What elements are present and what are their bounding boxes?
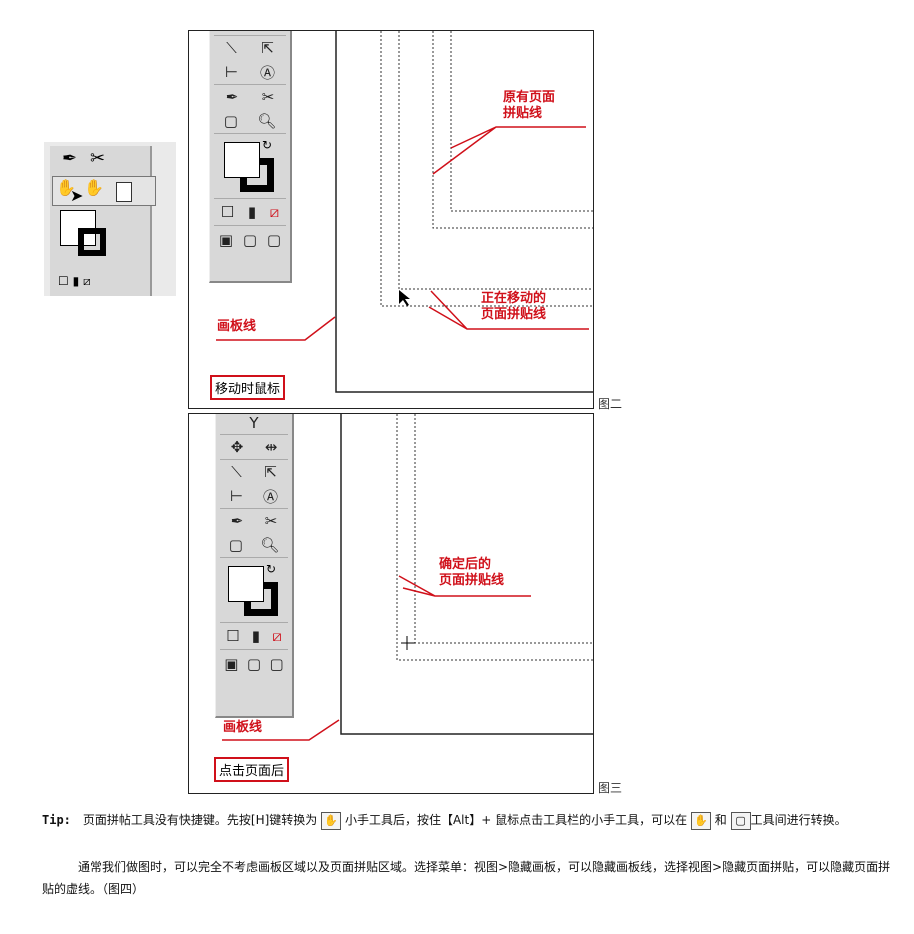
text-path-icon[interactable]: Ⓐ (263, 487, 279, 506)
label-cursor: 移动时鼠标 (210, 375, 286, 400)
scale-icon[interactable]: ⇹ (264, 438, 278, 456)
figure3-caption: 图三 (598, 781, 623, 795)
label-confirmed-tiling: 确定后的页面拼贴线 (439, 557, 505, 588)
color-icon: ☐ (220, 203, 235, 221)
page-tool-icon: ▢ (730, 811, 751, 830)
scissors-icon[interactable]: ✂ (261, 88, 275, 106)
stroke-swatch[interactable] (78, 228, 106, 256)
hand-icon[interactable]: ✋ (56, 178, 76, 197)
hand-icon: ✋ (690, 811, 711, 830)
body-paragraph: 通常我们做图时，可以完全不考虑画板区域以及页面拼贴区域。选择菜单：视图>隐藏画板… (42, 860, 891, 896)
label-artboard: 画板线 (223, 720, 263, 735)
label-artboard: 画板线 (217, 319, 257, 334)
page-tool-icon[interactable] (116, 182, 132, 202)
figure3: Y ✥⇹ ⟍⇱ ⊢Ⓐ ✒✂ ▢🔍︎ ↻ ☐▮⧄ ▣▢▢ 确定后的页面拼贴线 画板… (188, 413, 594, 794)
zoom-icon[interactable]: 🔍︎ (260, 536, 280, 554)
label-moving-tiling: 正在移动的页面拼贴线 (481, 291, 547, 322)
pen-icon[interactable]: ✒ (230, 512, 244, 530)
text-path-icon[interactable]: Ⓐ (260, 63, 276, 82)
tip-label: Tip: (42, 813, 71, 827)
figure3-drawing (222, 414, 593, 741)
label-original-tiling: 原有页面拼贴线 (503, 90, 556, 121)
blend-icon[interactable]: ✥ (230, 438, 244, 456)
swap-icon[interactable]: ↻ (266, 562, 277, 576)
cursor-icon: ➤ (70, 186, 84, 205)
zoom-icon[interactable]: 🔍︎ (257, 112, 277, 130)
measure-icon[interactable]: ⊢ (229, 487, 244, 505)
figure2-caption: 图二 (598, 397, 623, 411)
scissors-icon[interactable]: ✂ (90, 148, 106, 169)
graph-select-icon[interactable]: ⇱ (261, 39, 274, 57)
fill-swatch[interactable] (228, 566, 264, 602)
tip-paragraph: Tip:页面拼帖工具没有快捷键。先按[H]键转换为 ✋ 小手工具后，按住【Alt… (42, 810, 902, 830)
screen-mode-icon: ▣ (218, 231, 234, 249)
figure1-toolbar: ✒ ✂ ✋ ✋ ➤ ☐ ▮ ⧄ (44, 142, 176, 296)
screen-mode-icon: ▣ (224, 655, 239, 673)
line-tool-icon[interactable]: ⟍ (226, 39, 237, 57)
figure2-drawing (216, 31, 593, 393)
figure2: ⟍⇱ ⊢Ⓐ ✒✂ ▢🔍︎ ↻ ☐▮⧄ ▣▢▢ 原有页面拼贴线 正在移动的页面拼贴… (188, 30, 594, 409)
scissors-icon[interactable]: ✂ (264, 512, 278, 530)
line-tool-icon[interactable]: ⟍ (231, 463, 242, 481)
toolbox: Y ✥⇹ ⟍⇱ ⊢Ⓐ ✒✂ ▢🔍︎ ↻ ☐▮⧄ ▣▢▢ (215, 414, 294, 718)
color-mode-icons[interactable]: ☐ ▮ ⧄ (58, 274, 91, 288)
hand-icon[interactable]: ✋ (84, 178, 104, 197)
pen-icon[interactable]: ✒ (225, 88, 239, 106)
label-click: 点击页面后 (214, 757, 290, 782)
pen-icon[interactable]: ✒ (62, 148, 78, 169)
hand-tool-flyout[interactable] (52, 176, 156, 206)
gradient-icon: ▮ (247, 203, 257, 221)
toolbox: ⟍⇱ ⊢Ⓐ ✒✂ ▢🔍︎ ↻ ☐▮⧄ ▣▢▢ (209, 31, 292, 283)
none-icon: ⧄ (269, 203, 280, 221)
hand-icon: ✋ (321, 811, 342, 830)
fill-swatch[interactable] (224, 142, 260, 178)
swap-icon[interactable]: ↻ (262, 138, 273, 152)
measure-icon[interactable]: ⊢ (224, 63, 239, 81)
graph-select-icon[interactable]: ⇱ (264, 463, 277, 481)
page-tool-icon[interactable]: ▢ (228, 536, 243, 554)
page-tool-icon[interactable]: ▢ (223, 112, 238, 130)
